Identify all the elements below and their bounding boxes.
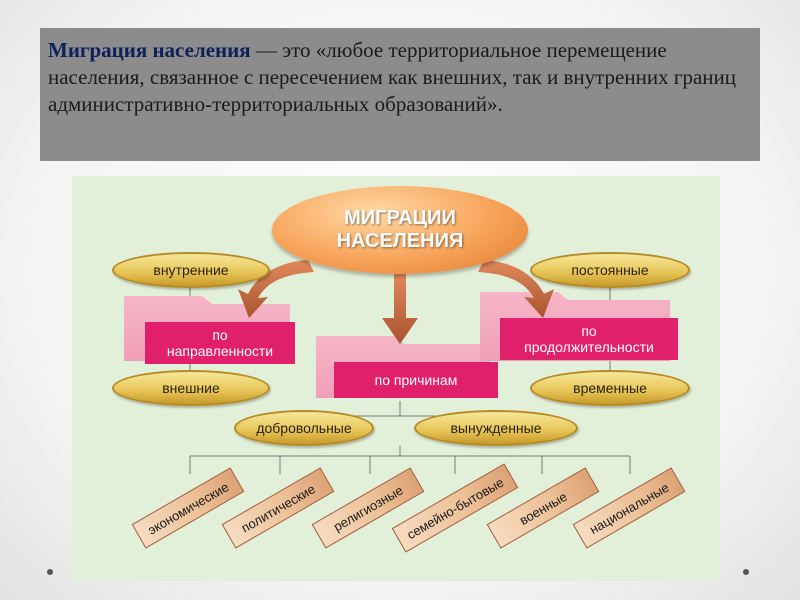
corner-dot-right <box>743 569 749 575</box>
arrow-left <box>238 260 314 318</box>
ellipse-forced: вынужденные <box>414 410 578 446</box>
diagram-title-line2: НАСЕЛЕНИЯ <box>336 230 464 252</box>
diagram-title-line1: МИГРАЦИИ <box>344 207 456 229</box>
ellipse-permanent: постоянные <box>530 252 690 288</box>
arrow-down <box>382 272 418 344</box>
category-duration: по продолжительности <box>500 318 678 360</box>
ellipse-inner: внутренние <box>112 252 270 288</box>
ellipse-temporary: временные <box>530 370 690 406</box>
connector-type-drops <box>189 456 631 474</box>
ellipse-outer: внешние <box>112 370 270 406</box>
definition-term: Миграция населения <box>48 38 251 62</box>
category-direction-line1: по <box>212 327 228 343</box>
definition-box: Миграция населения — это «любое территор… <box>40 28 760 161</box>
migration-diagram: МИГРАЦИИ НАСЕЛЕНИЯ внутренние внешние по… <box>72 176 720 581</box>
definition-text: — это «любое территориальное перемещение… <box>48 38 736 116</box>
category-direction-line2: направленности <box>166 343 274 359</box>
category-direction: по направленности <box>145 322 295 364</box>
category-duration-line1: по <box>581 323 597 339</box>
diagram-title: МИГРАЦИИ НАСЕЛЕНИЯ <box>272 186 528 274</box>
category-duration-line2: продолжительности <box>524 339 654 355</box>
category-reasons: по причинам <box>334 362 498 398</box>
arrow-right <box>478 260 554 318</box>
ellipse-voluntary: добровольные <box>234 410 374 446</box>
corner-dot-left <box>47 569 53 575</box>
